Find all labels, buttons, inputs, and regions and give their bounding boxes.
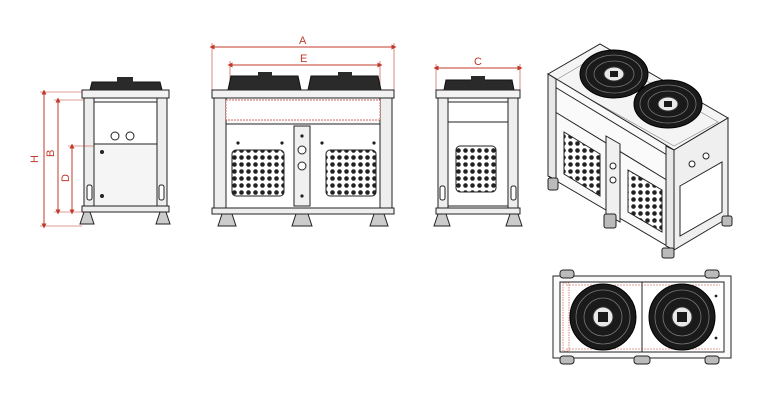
fan-icon bbox=[569, 283, 637, 351]
upper-panel bbox=[93, 101, 158, 145]
dimension-h-label: H bbox=[29, 155, 41, 163]
ventilation-grill-left bbox=[563, 131, 601, 197]
fan-icon bbox=[633, 79, 703, 129]
fan-housing-top bbox=[89, 81, 163, 91]
dimension-d-label: D bbox=[60, 174, 72, 182]
foot bbox=[79, 211, 95, 225]
fan-housing-left bbox=[227, 75, 302, 91]
fan-icon bbox=[648, 283, 716, 351]
ventilation-grill bbox=[455, 145, 497, 193]
left-side-view: H B D bbox=[29, 77, 171, 229]
top-view bbox=[552, 269, 732, 365]
ventilation-grill-right bbox=[627, 169, 663, 233]
fan-hub-top bbox=[117, 77, 133, 83]
coil-outline bbox=[225, 99, 381, 121]
lower-panel bbox=[93, 143, 158, 207]
fan-icon bbox=[579, 49, 649, 99]
dimension-b-label: B bbox=[45, 150, 57, 157]
isometric-view bbox=[547, 43, 733, 259]
ventilation-grill-right bbox=[325, 149, 377, 197]
fan-housing-right bbox=[307, 75, 382, 91]
base-rail bbox=[81, 205, 170, 213]
foot bbox=[155, 211, 171, 225]
ventilation-grill-left bbox=[231, 149, 285, 197]
dimension-e-label: E bbox=[300, 53, 307, 65]
dimension-c-label: C bbox=[474, 56, 482, 68]
right-side-view: C bbox=[433, 56, 523, 227]
top-frame bbox=[81, 89, 170, 99]
dimension-a-label: A bbox=[299, 35, 307, 47]
front-view: A E bbox=[209, 35, 397, 227]
